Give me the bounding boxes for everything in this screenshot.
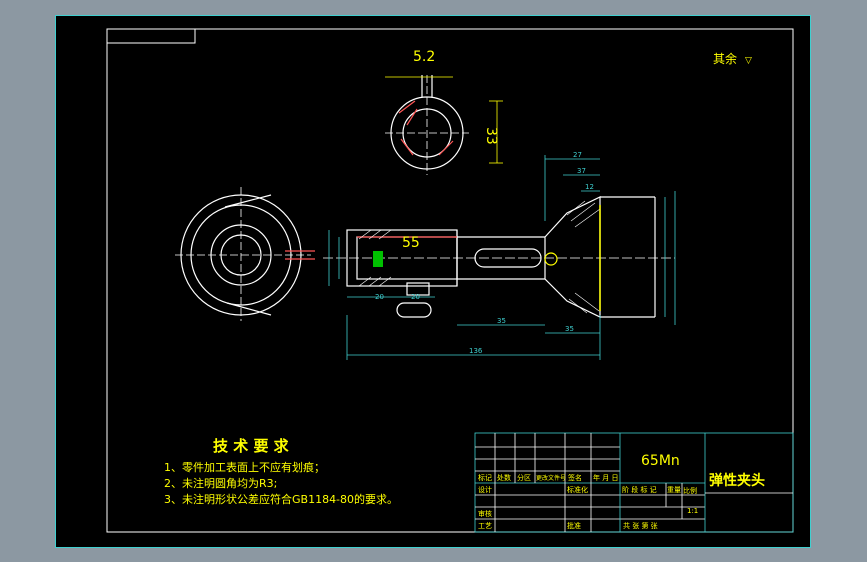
tb-std: 标准化 <box>567 485 588 494</box>
tb-zone: 分区 <box>517 473 531 482</box>
main-dims <box>328 155 676 360</box>
end-view <box>175 187 315 321</box>
section-hatch <box>358 200 601 314</box>
dim-37: 37 <box>577 167 586 175</box>
center-marker <box>544 252 558 266</box>
tb-docno: 更改文件号 <box>536 474 566 482</box>
dim-20a: 20 <box>375 293 384 301</box>
tb-sign: 签名 <box>568 473 582 482</box>
inner-border <box>106 28 794 533</box>
dim-35a: 35 <box>497 317 506 325</box>
dim-27: 27 <box>573 151 582 159</box>
tech-title: 技 术 要 求 <box>213 437 290 455</box>
tech-item-1: 1、零件加工表面上不应有划痕； <box>164 460 325 474</box>
top-dims <box>385 76 503 164</box>
tb-check: 审核 <box>478 509 492 518</box>
corner-label-box <box>106 28 196 44</box>
tb-count: 处数 <box>497 473 511 482</box>
tech-item-3: 3、未注明形状公差应符合GB1184-80的要求。 <box>164 492 398 506</box>
title-block <box>474 432 794 533</box>
section-view <box>323 196 675 318</box>
surface-note: 其余 <box>713 51 737 66</box>
part-name: 弹性夹头 <box>709 472 765 489</box>
cad-drawing: 其余 ▽ 5.2 33 <box>106 28 794 533</box>
tech-item-2: 2、未注明圆角均为R3; <box>164 476 277 490</box>
tb-stage: 阶 段 标 记 <box>622 485 657 494</box>
tb-weight: 重量 <box>667 486 681 494</box>
roughness-symbol: ▽ <box>745 56 752 66</box>
outer-frame <box>55 15 811 548</box>
tb-craft: 工艺 <box>478 522 492 530</box>
tb-approve: 批准 <box>567 521 581 530</box>
tb-design: 设计 <box>478 485 492 494</box>
dim-136: 136 <box>469 347 483 355</box>
scale-label: 比例 <box>683 486 697 495</box>
tb-total: 共 张 第 张 <box>623 521 658 530</box>
material-label: 65Mn <box>641 453 680 469</box>
tb-mark: 标记 <box>478 473 492 482</box>
scale-value: 1:1 <box>687 507 698 515</box>
dim-20b: 20 <box>411 293 420 301</box>
dim-top-width: 5.2 <box>413 49 435 65</box>
dim-55: 55 <box>402 235 420 251</box>
dim-top-height: 33 <box>483 127 499 145</box>
top-view <box>385 75 469 175</box>
dim-12: 12 <box>585 183 594 191</box>
dim-35b: 35 <box>565 325 574 333</box>
highlight-marker <box>373 251 383 267</box>
drawing-viewport[interactable]: 其余 ▽ 5.2 33 <box>55 15 811 548</box>
tb-date: 年 月 日 <box>593 473 618 482</box>
